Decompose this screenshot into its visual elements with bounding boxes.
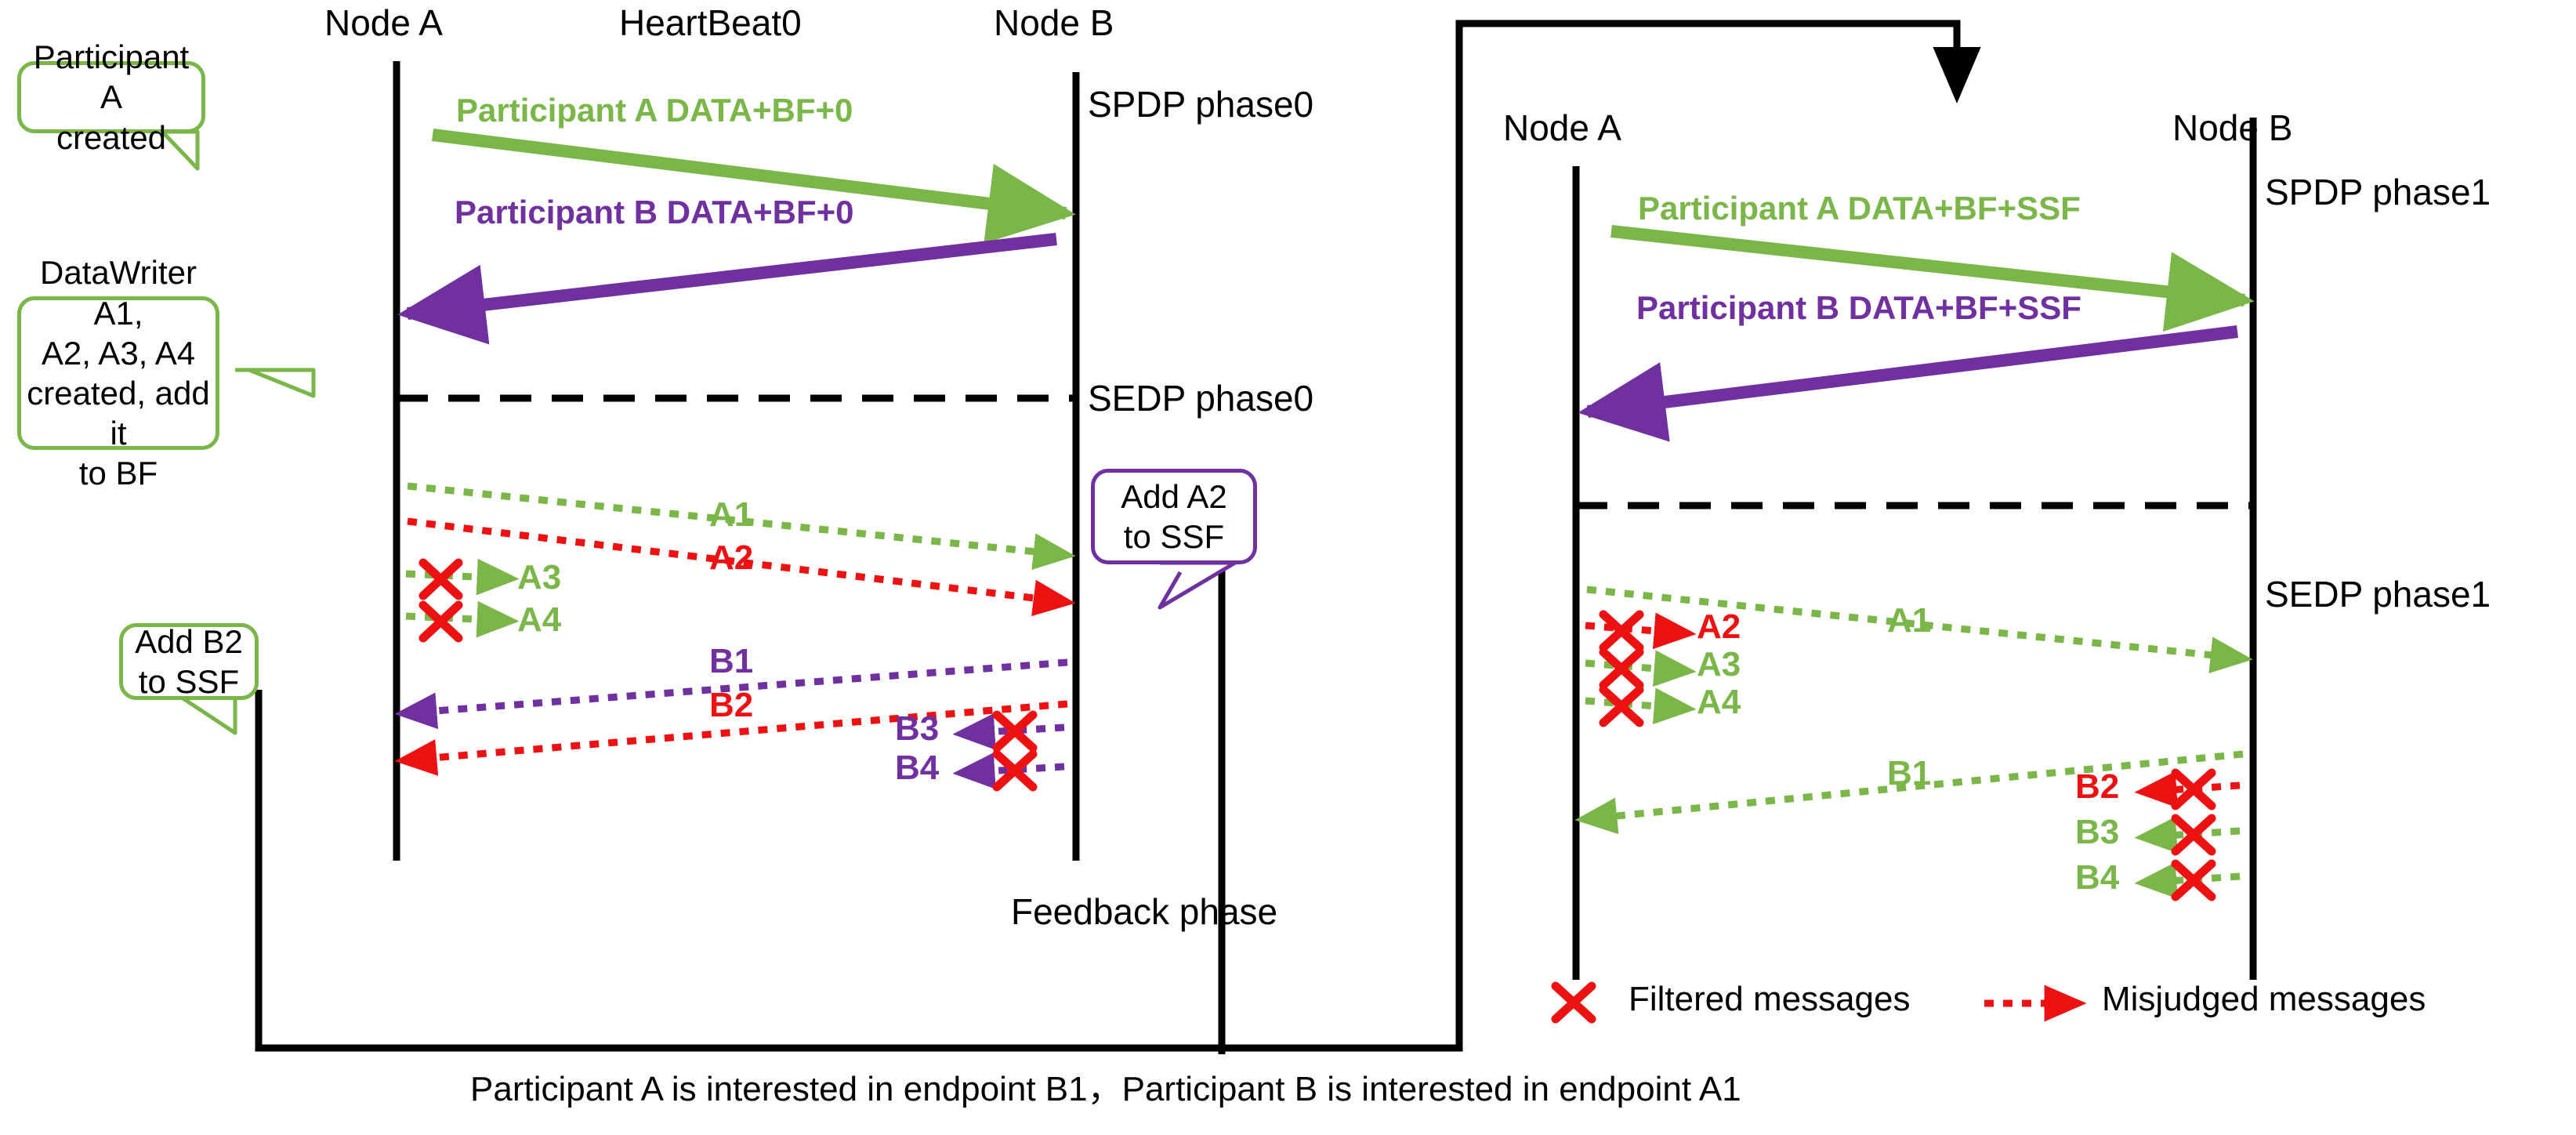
left-endpoint-label-b2: B2 [709,686,754,724]
left-message-label-participant-a: Participant A DATA+BF+0 [456,92,853,129]
left-endpoint-arrow-a4 [405,600,520,643]
right-message-label-participant-a: Participant A DATA+BF+SSF [1638,190,2081,227]
cross-icon [2171,814,2216,856]
cross-icon [2171,768,2216,810]
left-endpoint-label-a2: A2 [709,538,754,577]
left-header-node-a: Node A [324,2,443,43]
right-endpoint-label-a2: A2 [1697,607,1741,646]
left-endpoint-label-a1: A1 [709,495,754,534]
right-header-node-b: Node B [2172,107,2293,148]
cross-icon [1599,685,1644,727]
cross-icon [418,558,463,600]
left-arrow-participant-a-data [432,129,1076,244]
right-endpoint-label-b3: B3 [2075,813,2120,851]
left-endpoint-label-b1: B1 [709,642,754,680]
left-endpoint-arrow-a3 [405,558,520,600]
left-phase-spdp-label: SPDP phase0 [1088,84,1314,125]
right-arrow-participant-a-data [1610,225,2255,332]
callout-tail-datawriter [235,368,316,398]
right-phase-spdp-label: SPDP phase1 [2265,172,2491,212]
right-endpoint-label-b1: B1 [1887,754,1932,792]
legend-filtered-label: Filtered messages [1629,980,1911,1018]
right-endpoint-label-a1: A1 [1887,601,1932,640]
left-header-heartbeat: HeartBeat0 [619,2,802,43]
right-endpoint-arrow-b4 [2134,859,2241,901]
right-endpoint-arrow-b3 [2134,814,2241,856]
right-endpoint-arrow-a3 [1585,647,1697,690]
left-endpoint-arrow-b4 [952,749,1065,792]
right-endpoint-arrow-a4 [1585,685,1697,727]
left-endpoint-arrow-b1 [394,658,1068,730]
left-phase-sedp-label: SEDP phase0 [1088,378,1314,419]
left-endpoint-label-a3: A3 [517,558,562,597]
right-endpoint-arrow-b1 [1574,750,2244,835]
left-endpoint-arrow-b3 [952,710,1065,752]
cross-icon [992,710,1038,752]
right-endpoint-label-a4: A4 [1697,683,1741,721]
left-endpoint-label-b3: B3 [895,709,940,748]
left-message-label-participant-b: Participant B DATA+BF+0 [455,194,854,230]
figure-caption: Participant A is interested in endpoint … [470,1070,1741,1108]
cross-icon [1599,610,1644,652]
cross-icon [418,600,463,643]
right-message-label-participant-b: Participant B DATA+BF+SSF [1636,289,2081,326]
feedback-loop-path [255,20,1981,1054]
legend-misjudged-label: Misjudged messages [2102,980,2426,1018]
left-header-node-b: Node B [994,2,1114,43]
right-endpoint-label-b2: B2 [2075,767,2120,806]
right-endpoint-arrow-b2 [2134,768,2241,810]
left-endpoint-label-a4: A4 [517,600,562,639]
cross-icon [2171,859,2216,901]
right-endpoint-arrow-a2 [1585,610,1697,652]
cross-icon [1599,647,1644,690]
left-endpoint-arrow-b2 [394,700,1068,776]
right-endpoint-label-a3: A3 [1697,645,1741,684]
right-endpoint-label-b4: B4 [2075,858,2120,897]
right-header-node-a: Node A [1503,107,1621,148]
right-phase-sedp-label: SEDP phase1 [2265,574,2491,615]
left-endpoint-label-b4: B4 [895,749,940,787]
cross-icon [992,749,1038,792]
left-endpoint-arrow-a1 [407,482,1076,570]
left-phase-feedback-label: Feedback phase [1011,891,1278,932]
left-endpoint-arrow-a2 [407,517,1076,617]
right-endpoint-arrow-a1 [1586,586,2253,673]
right-arrow-participant-b-data [1578,325,2238,442]
legend-cross-icon [1551,981,1596,1024]
callout-tail-add-b2 [168,695,237,735]
left-arrow-participant-b-data [397,233,1057,345]
